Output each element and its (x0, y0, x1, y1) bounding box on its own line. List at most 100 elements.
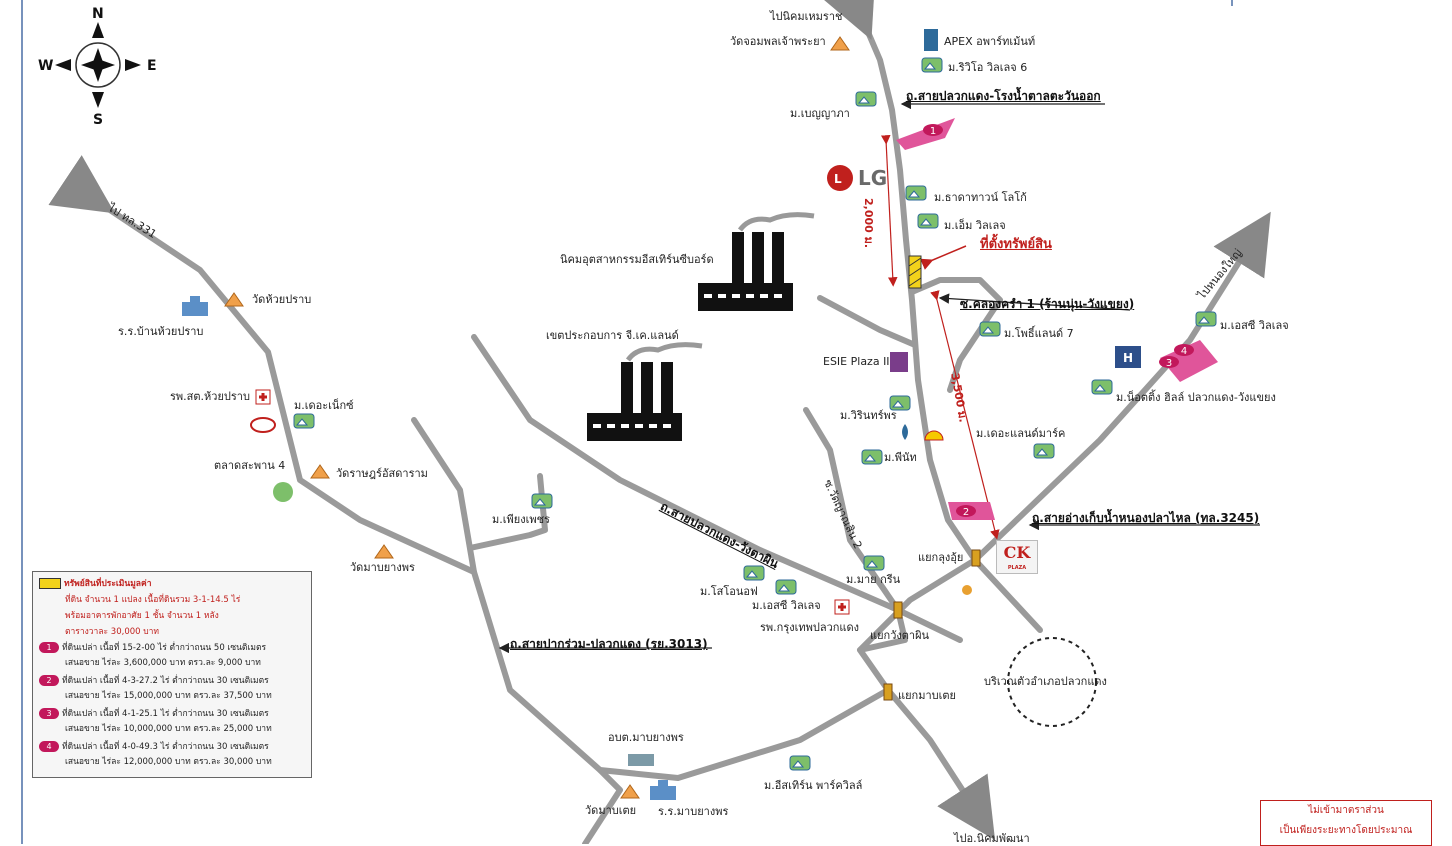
legend-line2: พร้อมอาคารพักอาศัย 1 ชั้น จำนวน 1 หลัง (65, 611, 219, 621)
road-south-nikhom (857, 557, 996, 841)
label-m-em: ม.เอ็ม วิลเลจ (944, 219, 1006, 232)
label-talad: ตลาดสะพาน 4 (214, 459, 286, 472)
label-m-nottingham: ม.น็อตติ้ง ฮิลล์ ปลวกแดง-วังแขยง (1116, 391, 1276, 404)
temple-icon (310, 464, 330, 479)
factory-icon (698, 212, 815, 311)
note-line1: ไม่เข้ามาตราส่วน (1308, 805, 1384, 816)
village-icon (789, 755, 811, 771)
label-m-sc-villa2: ม.เอสซี วิลเลจ (752, 599, 821, 612)
compass-n-label: N (92, 6, 104, 22)
label-to-nikhom-hemaraj: ไปนิคมเหมราช (770, 10, 843, 23)
label-soi-khlong: ซ.คลองครำ 1 (ร้านนุ่น-วังแขยง) (960, 297, 1135, 311)
label-wat-map-toei: วัดมาบเตย (585, 804, 637, 817)
apex-building-icon (924, 29, 938, 51)
shell-icon (924, 430, 944, 441)
map-legend: ทรัพย์สินที่ประเมินมูลค่า ที่ดิน จำนวน 1… (32, 571, 312, 778)
district-area-circle (1007, 637, 1097, 727)
hotel-icon (1115, 346, 1141, 368)
label-wat-huai-prab: วัดห้วยปราบ (252, 293, 312, 306)
road-branch-maptoei (582, 767, 623, 844)
label-m-solono: ม.โสโอนอฟ (700, 585, 758, 598)
temple-icon (224, 292, 244, 307)
legend-badge-3: 3 (39, 708, 59, 719)
svg-text:L: L (834, 172, 842, 186)
road-phiangphet (467, 473, 548, 551)
ck-text: CK (1003, 543, 1031, 562)
label-yaek-wang-taphin: แยกวังตาผิน (870, 629, 930, 642)
village-icon (1033, 443, 1055, 459)
label-hosp-huai-prab: รพ.สต.ห้วยปราบ (170, 390, 250, 403)
label-district-area: บริเวณตัวอำเภอปลวกแดง (984, 675, 1107, 688)
label-m-eastern-park: ม.อีสเทิร์น พาร์ควิลล์ (764, 779, 863, 792)
village-icon (889, 395, 911, 411)
legend-item-price: เสนอขาย ไร่ละ 3,600,000 บาท ตรว.ละ 9,000… (65, 658, 261, 668)
svg-text:2: 2 (963, 507, 969, 518)
label-road-sai-pluak-rongnam: ถ.สายปลวกแดง-โรงน้ำตาลตะวันออก (906, 89, 1101, 103)
market-icon (273, 482, 293, 502)
village-icon (921, 57, 943, 73)
land-plots: 1 2 3 4 (896, 118, 1218, 520)
svg-text:3: 3 (1166, 358, 1172, 369)
compass-rose-icon (55, 22, 141, 108)
label-m-my-green: ม.มาย กรีน (846, 573, 901, 586)
legend-item-price: เสนอขาย ไร่ละ 10,000,000 บาท ตรว.ละ 25,0… (65, 724, 272, 734)
legend-badge-1: 1 (39, 642, 59, 653)
label-esie: ESIE Plaza II (823, 355, 890, 368)
legend-line1: ที่ดิน จำนวน 1 แปลง เนื้อที่ดินรวม 3-1-1… (65, 595, 241, 605)
label-yaek-krung-ui: แยกลุงอุ้ย (918, 551, 964, 564)
compass-w-label: W (38, 58, 54, 74)
village-icon (863, 555, 885, 571)
legend-item-desc: ที่ดินเปล่า เนื้อที่ 4-3-27.2 ไร่ ต่ำกว่… (62, 676, 269, 686)
label-m-virin: ม.วิรินทร์พร (840, 409, 897, 422)
label-dist-2000: 2,000 ม. (862, 198, 875, 249)
label-m-the-next: ม.เดอะเน็กซ์ (294, 399, 354, 412)
road-connector (857, 607, 908, 653)
traffic-light-icon (893, 601, 903, 619)
village-icon (775, 579, 797, 595)
label-obt-map-yang: อบต.มาบยางพร (608, 731, 684, 744)
road-pluak-wangtaphin (471, 334, 963, 643)
label-to-nikhom-phatthana: ไปอ.นิคมพัฒนา (954, 832, 1030, 845)
pointer-arrows (498, 98, 1260, 654)
svg-text:1: 1 (930, 126, 936, 137)
ck-plaza-logo: CK PLAZA (996, 540, 1038, 574)
label-wat-map-yang: วัดมาบยางพร (350, 561, 415, 574)
label-m-plot7: ม.โพธิ์แลนด์ 7 (1004, 327, 1074, 340)
label-subject-site: ที่ตั้งทรัพย์สิน (980, 237, 1052, 252)
label-m-sc-village: ม.เอสซี วิลเลจ (1220, 319, 1289, 332)
label-estate-eastern: นิคมอุตสาหกรรมอีสเทิร์นซีบอร์ด (560, 253, 714, 266)
traffic-light-icon (883, 683, 893, 701)
note-line2: เป็นเพียงระยะทางโดยประมาณ (1279, 825, 1413, 836)
temple-icon (620, 784, 640, 799)
label-hosp-bkk: รพ.กรุงเทพปลวกแดง (760, 621, 860, 634)
village-icon (293, 413, 315, 429)
compass-s-label: S (93, 112, 104, 128)
traffic-light-icon (971, 549, 981, 567)
mall-logo-icon (962, 585, 972, 595)
distance-lines (880, 134, 1000, 540)
legend-title-row: ทรัพย์สินที่ประเมินมูลค่า (39, 576, 151, 590)
compass-e-label: E (147, 58, 157, 74)
factory-icon (587, 342, 703, 441)
label-wat-rat: วัดราษฎร์อัสดาราม (336, 467, 428, 480)
legend-item-desc: ที่ดินเปล่า เนื้อที่ 4-1-25.1 ไร่ ต่ำกว่… (62, 709, 269, 719)
village-icon (743, 565, 765, 581)
village-icon (917, 213, 939, 229)
office-icon (628, 754, 654, 766)
ck-sub-text: PLAZA (1007, 565, 1027, 571)
road-to-nongyai (972, 211, 1271, 563)
hospital-icon (834, 599, 850, 615)
svg-text:H: H (1123, 351, 1133, 365)
label-school-map-yang: ร.ร.มาบยางพร (658, 805, 729, 818)
plot-1 (896, 118, 955, 150)
label-road-sai-pak-ruam: ถ.สายปากร่วม-ปลวกแดง (รย.3013) (510, 637, 708, 651)
label-road-ang-kep: ถ.สายอ่างเก็บน้ำหนองปลาไหล (ทล.3245) (1032, 511, 1260, 525)
lg-logo: L LG (826, 164, 890, 196)
legend-badge-2: 2 (39, 675, 59, 686)
road-wat-yansin2 (803, 407, 901, 613)
legend-item-price: เสนอขาย ไร่ละ 12,000,000 บาท ตรว.ละ 30,0… (65, 757, 272, 767)
road-estate-branch (817, 295, 918, 348)
label-m-landmark: ม.เดอะแลนด์มาร์ค (976, 427, 1066, 440)
